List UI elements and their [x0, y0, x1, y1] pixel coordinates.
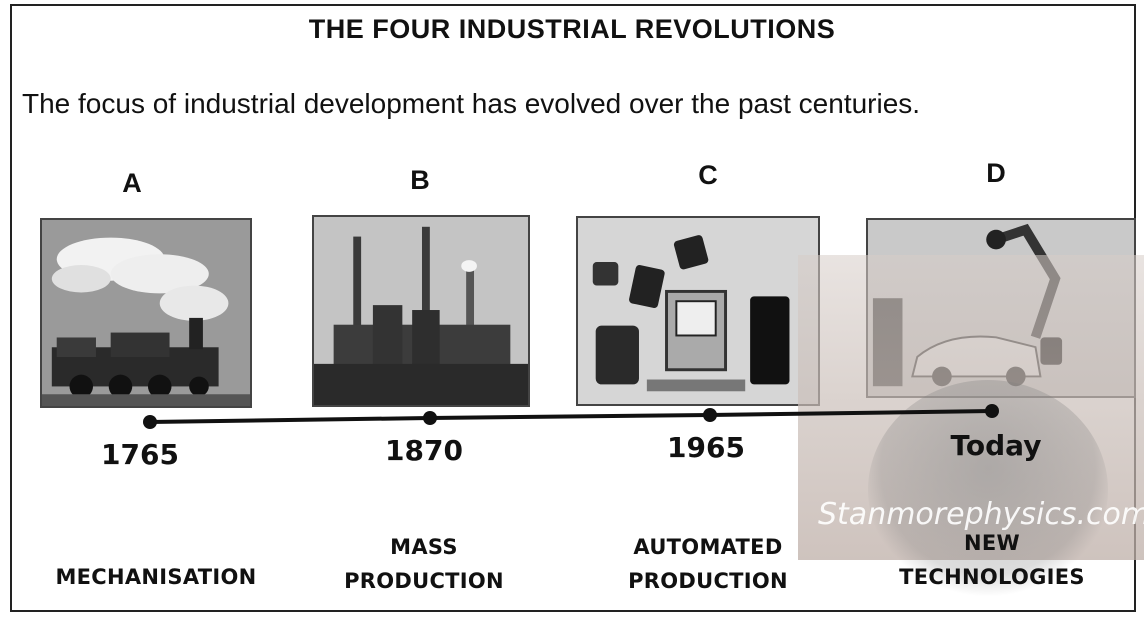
stage-letter-d: D	[986, 158, 1006, 188]
caption-line: NEW	[964, 531, 1020, 555]
intro-text: The focus of industrial development has …	[22, 88, 921, 119]
watermark-text: Stanmorephysics.com	[818, 497, 1144, 532]
year-label-1965: 1965	[667, 431, 745, 464]
year-label-1765: 1765	[101, 438, 179, 471]
caption-line: PRODUCTION	[628, 569, 788, 593]
factory-chimneys-image	[312, 215, 530, 407]
caption-automated-production: AUTOMATED PRODUCTION	[588, 530, 828, 598]
stage-letter-a: A	[122, 168, 142, 198]
computers-and-devices-image	[576, 216, 820, 406]
caption-line: MASS	[390, 535, 458, 559]
steam-locomotive-image	[40, 218, 252, 408]
page-title: THE FOUR INDUSTRIAL REVOLUTIONS	[308, 14, 836, 44]
caption-line: MECHANISATION	[55, 565, 257, 589]
caption-mechanisation: MECHANISATION	[36, 560, 276, 594]
stage-letter-c: C	[698, 160, 718, 190]
caption-line: PRODUCTION	[344, 569, 504, 593]
stage-letter-b: B	[410, 165, 430, 195]
year-label-today: Today	[950, 429, 1042, 462]
year-label-1870: 1870	[385, 434, 463, 467]
caption-line: AUTOMATED	[633, 535, 783, 559]
caption-new-technologies: NEW TECHNOLOGIES	[872, 526, 1112, 594]
caption-line: TECHNOLOGIES	[899, 565, 1085, 589]
caption-mass-production: MASS PRODUCTION	[304, 530, 544, 598]
